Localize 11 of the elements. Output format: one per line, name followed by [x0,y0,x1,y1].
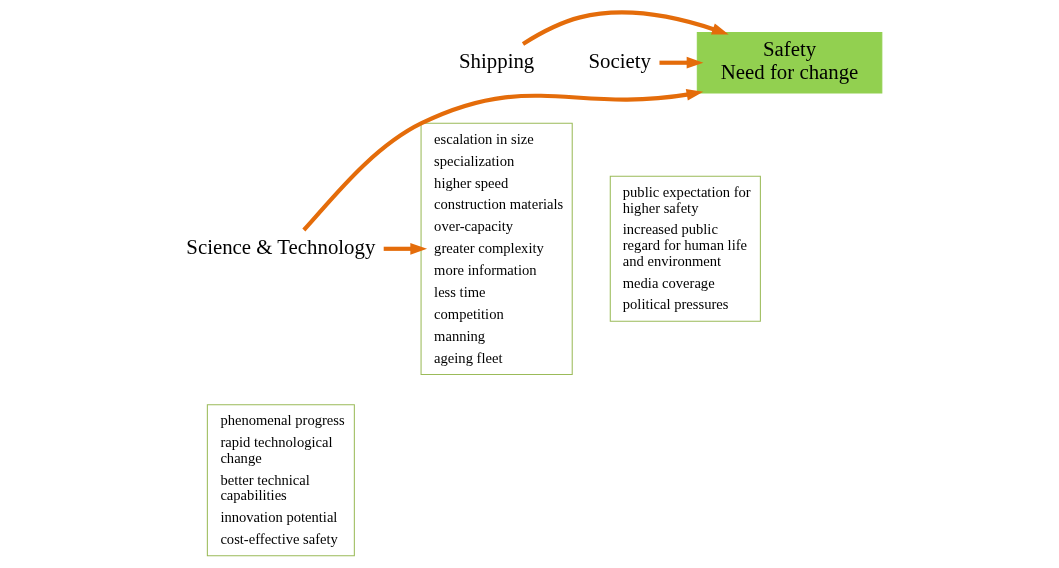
node-text: Shipping [458,48,534,73]
node-box: public expectation for higher safety increased public regard for human life and environment media coverage political pressures [609,175,761,322]
node-box: escalation in size specialization higher speed construction materials over-capacity greater complexity more information less time competition manning ageing fleet [420,122,573,375]
node-box: phenomenal progress rapid technological change better technical capabilities innovation potential cost-effective safety [206,404,355,557]
node-text: Society [587,48,651,73]
arrow [383,242,427,255]
node-text: Science & Technology [185,235,375,260]
arrow [301,88,703,232]
arrow [658,56,703,69]
arrow [521,10,729,46]
node-box: Safety Need for change [696,31,882,94]
